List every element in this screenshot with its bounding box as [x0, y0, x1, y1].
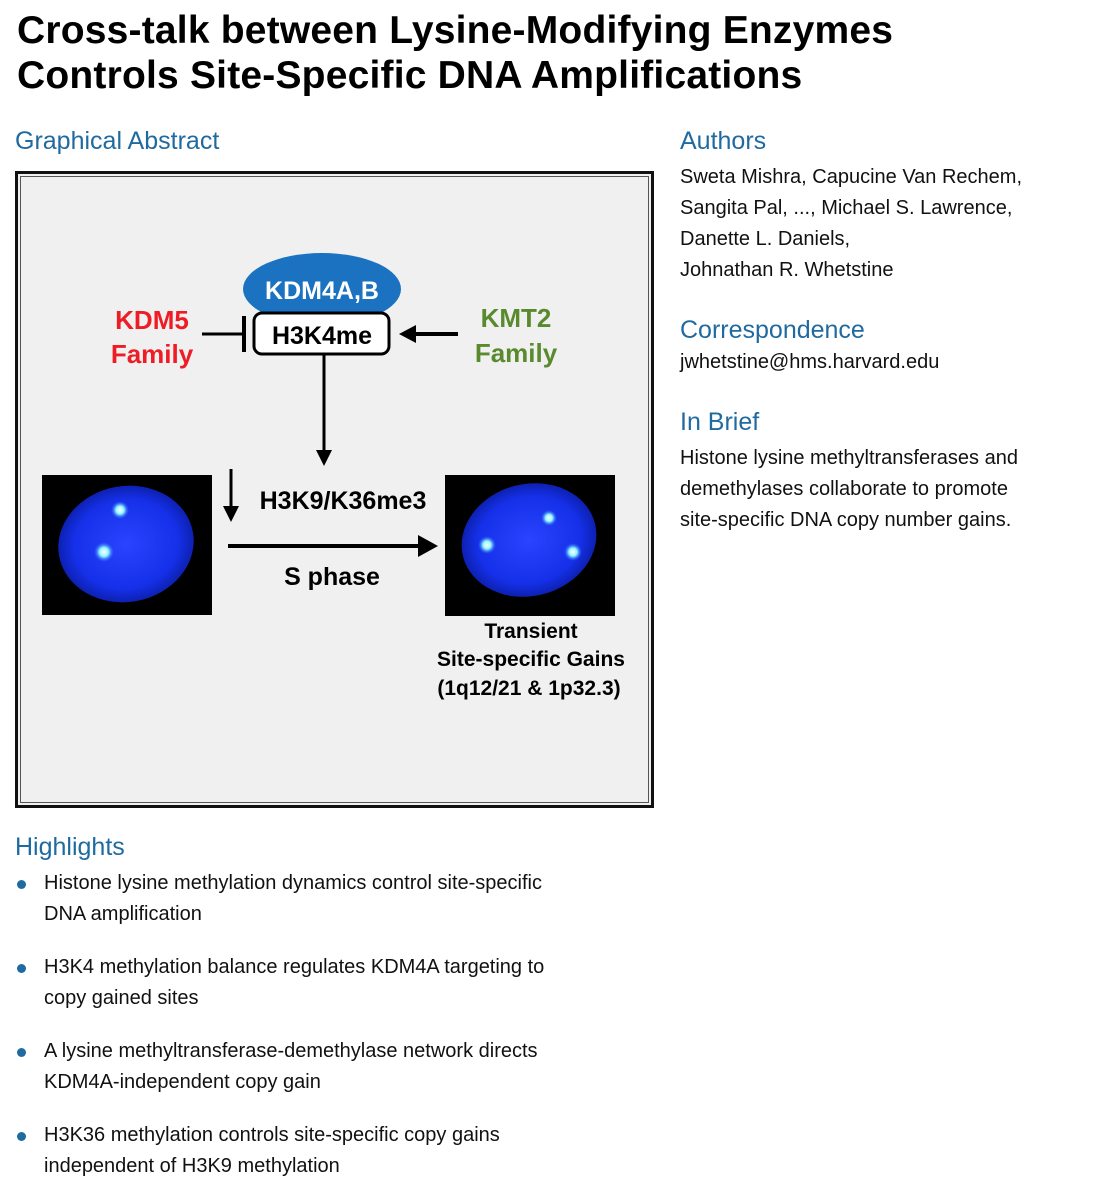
author-line: Sangita Pal, ..., Michael S. Lawrence,	[680, 197, 1013, 219]
gains-label-line1: Transient	[484, 620, 577, 643]
highlight-line: Histone lysine methylation dynamics cont…	[44, 872, 542, 894]
decrease-arrow	[223, 469, 239, 522]
in-brief-line: site-specific DNA copy number gains.	[680, 509, 1012, 531]
paper-title: Cross-talk between Lysine-Modifying Enzy…	[17, 8, 1087, 98]
graphical-abstract-diagram: KDM4A,B H3K4me KDM5 Family KMT2 Family	[42, 253, 625, 700]
bullet-icon	[17, 880, 26, 889]
kdm4ab-label: KDM4A,B	[265, 277, 379, 305]
gains-label-line2: Site-specific Gains	[437, 648, 625, 671]
h3k4me-box	[252, 311, 391, 356]
highlight-line: A lysine methyltransferase-demethylase n…	[44, 1040, 538, 1062]
graphical-abstract-figure: KDM4A,B H3K4me KDM5 Family KMT2 Family	[15, 171, 654, 808]
in-brief-line: Histone lysine methyltransferases and	[680, 447, 1018, 469]
kdm5-inhibition-line	[202, 316, 246, 352]
author-line: Johnathan R. Whetstine	[680, 259, 894, 281]
highlights-heading: Highlights	[15, 833, 125, 861]
s-phase-label: S phase	[284, 563, 380, 591]
kmt2-activation-arrow	[399, 325, 458, 343]
kdm5-label-line1: KDM5	[115, 305, 189, 335]
title-line-2: Controls Site-Specific DNA Amplification…	[17, 54, 803, 97]
h3k9-k36me3-label: H3K9/K36me3	[260, 487, 427, 515]
nucleus-image-before	[42, 475, 212, 615]
gains-label-line3: (1q12/21 & 1p32.3)	[437, 677, 620, 700]
in-brief-line: demethylases collaborate to promote	[680, 478, 1008, 500]
kmt2-label-line2: Family	[475, 338, 558, 368]
correspondence-email[interactable]: jwhetstine@hms.harvard.edu	[680, 351, 940, 373]
h3k4me-down-arrow	[316, 354, 332, 466]
highlight-line: independent of H3K9 methylation	[44, 1155, 340, 1177]
bullet-icon	[17, 1048, 26, 1057]
nucleus-image-after	[445, 475, 615, 616]
authors-list: Sweta Mishra, Capucine Van Rechem, Sangi…	[680, 162, 1090, 286]
bullet-icon	[17, 1132, 26, 1141]
highlight-line: copy gained sites	[44, 987, 199, 1009]
highlight-line: KDM4A-independent copy gain	[44, 1071, 321, 1093]
kdm4ab-ellipse	[243, 253, 401, 325]
author-line: Sweta Mishra, Capucine Van Rechem,	[680, 166, 1023, 188]
kdm5-label-line2: Family	[111, 339, 194, 369]
s-phase-arrow	[228, 535, 438, 557]
h3k4me-label: H3K4me	[272, 322, 372, 350]
title-line-1: Cross-talk between Lysine-Modifying Enzy…	[17, 9, 894, 52]
in-brief-heading: In Brief	[680, 408, 760, 436]
highlight-item: H3K4 methylation balance regulates KDM4A…	[17, 952, 657, 1014]
highlights-list: Histone lysine methylation dynamics cont…	[17, 868, 657, 1204]
highlight-item: H3K36 methylation controls site-specific…	[17, 1120, 657, 1182]
in-brief-text: Histone lysine methyltransferases and de…	[680, 443, 1090, 536]
correspondence-heading: Correspondence	[680, 316, 865, 344]
highlight-line: H3K4 methylation balance regulates KDM4A…	[44, 956, 545, 978]
kmt2-label-line1: KMT2	[481, 303, 552, 333]
graphical-abstract-heading: Graphical Abstract	[15, 127, 220, 155]
highlight-item: A lysine methyltransferase-demethylase n…	[17, 1036, 657, 1098]
highlight-line: DNA amplification	[44, 903, 202, 925]
highlight-line: H3K36 methylation controls site-specific…	[44, 1124, 500, 1146]
highlight-item: Histone lysine methylation dynamics cont…	[17, 868, 657, 930]
author-line: Danette L. Daniels,	[680, 228, 851, 250]
bullet-icon	[17, 964, 26, 973]
authors-heading: Authors	[680, 127, 767, 155]
